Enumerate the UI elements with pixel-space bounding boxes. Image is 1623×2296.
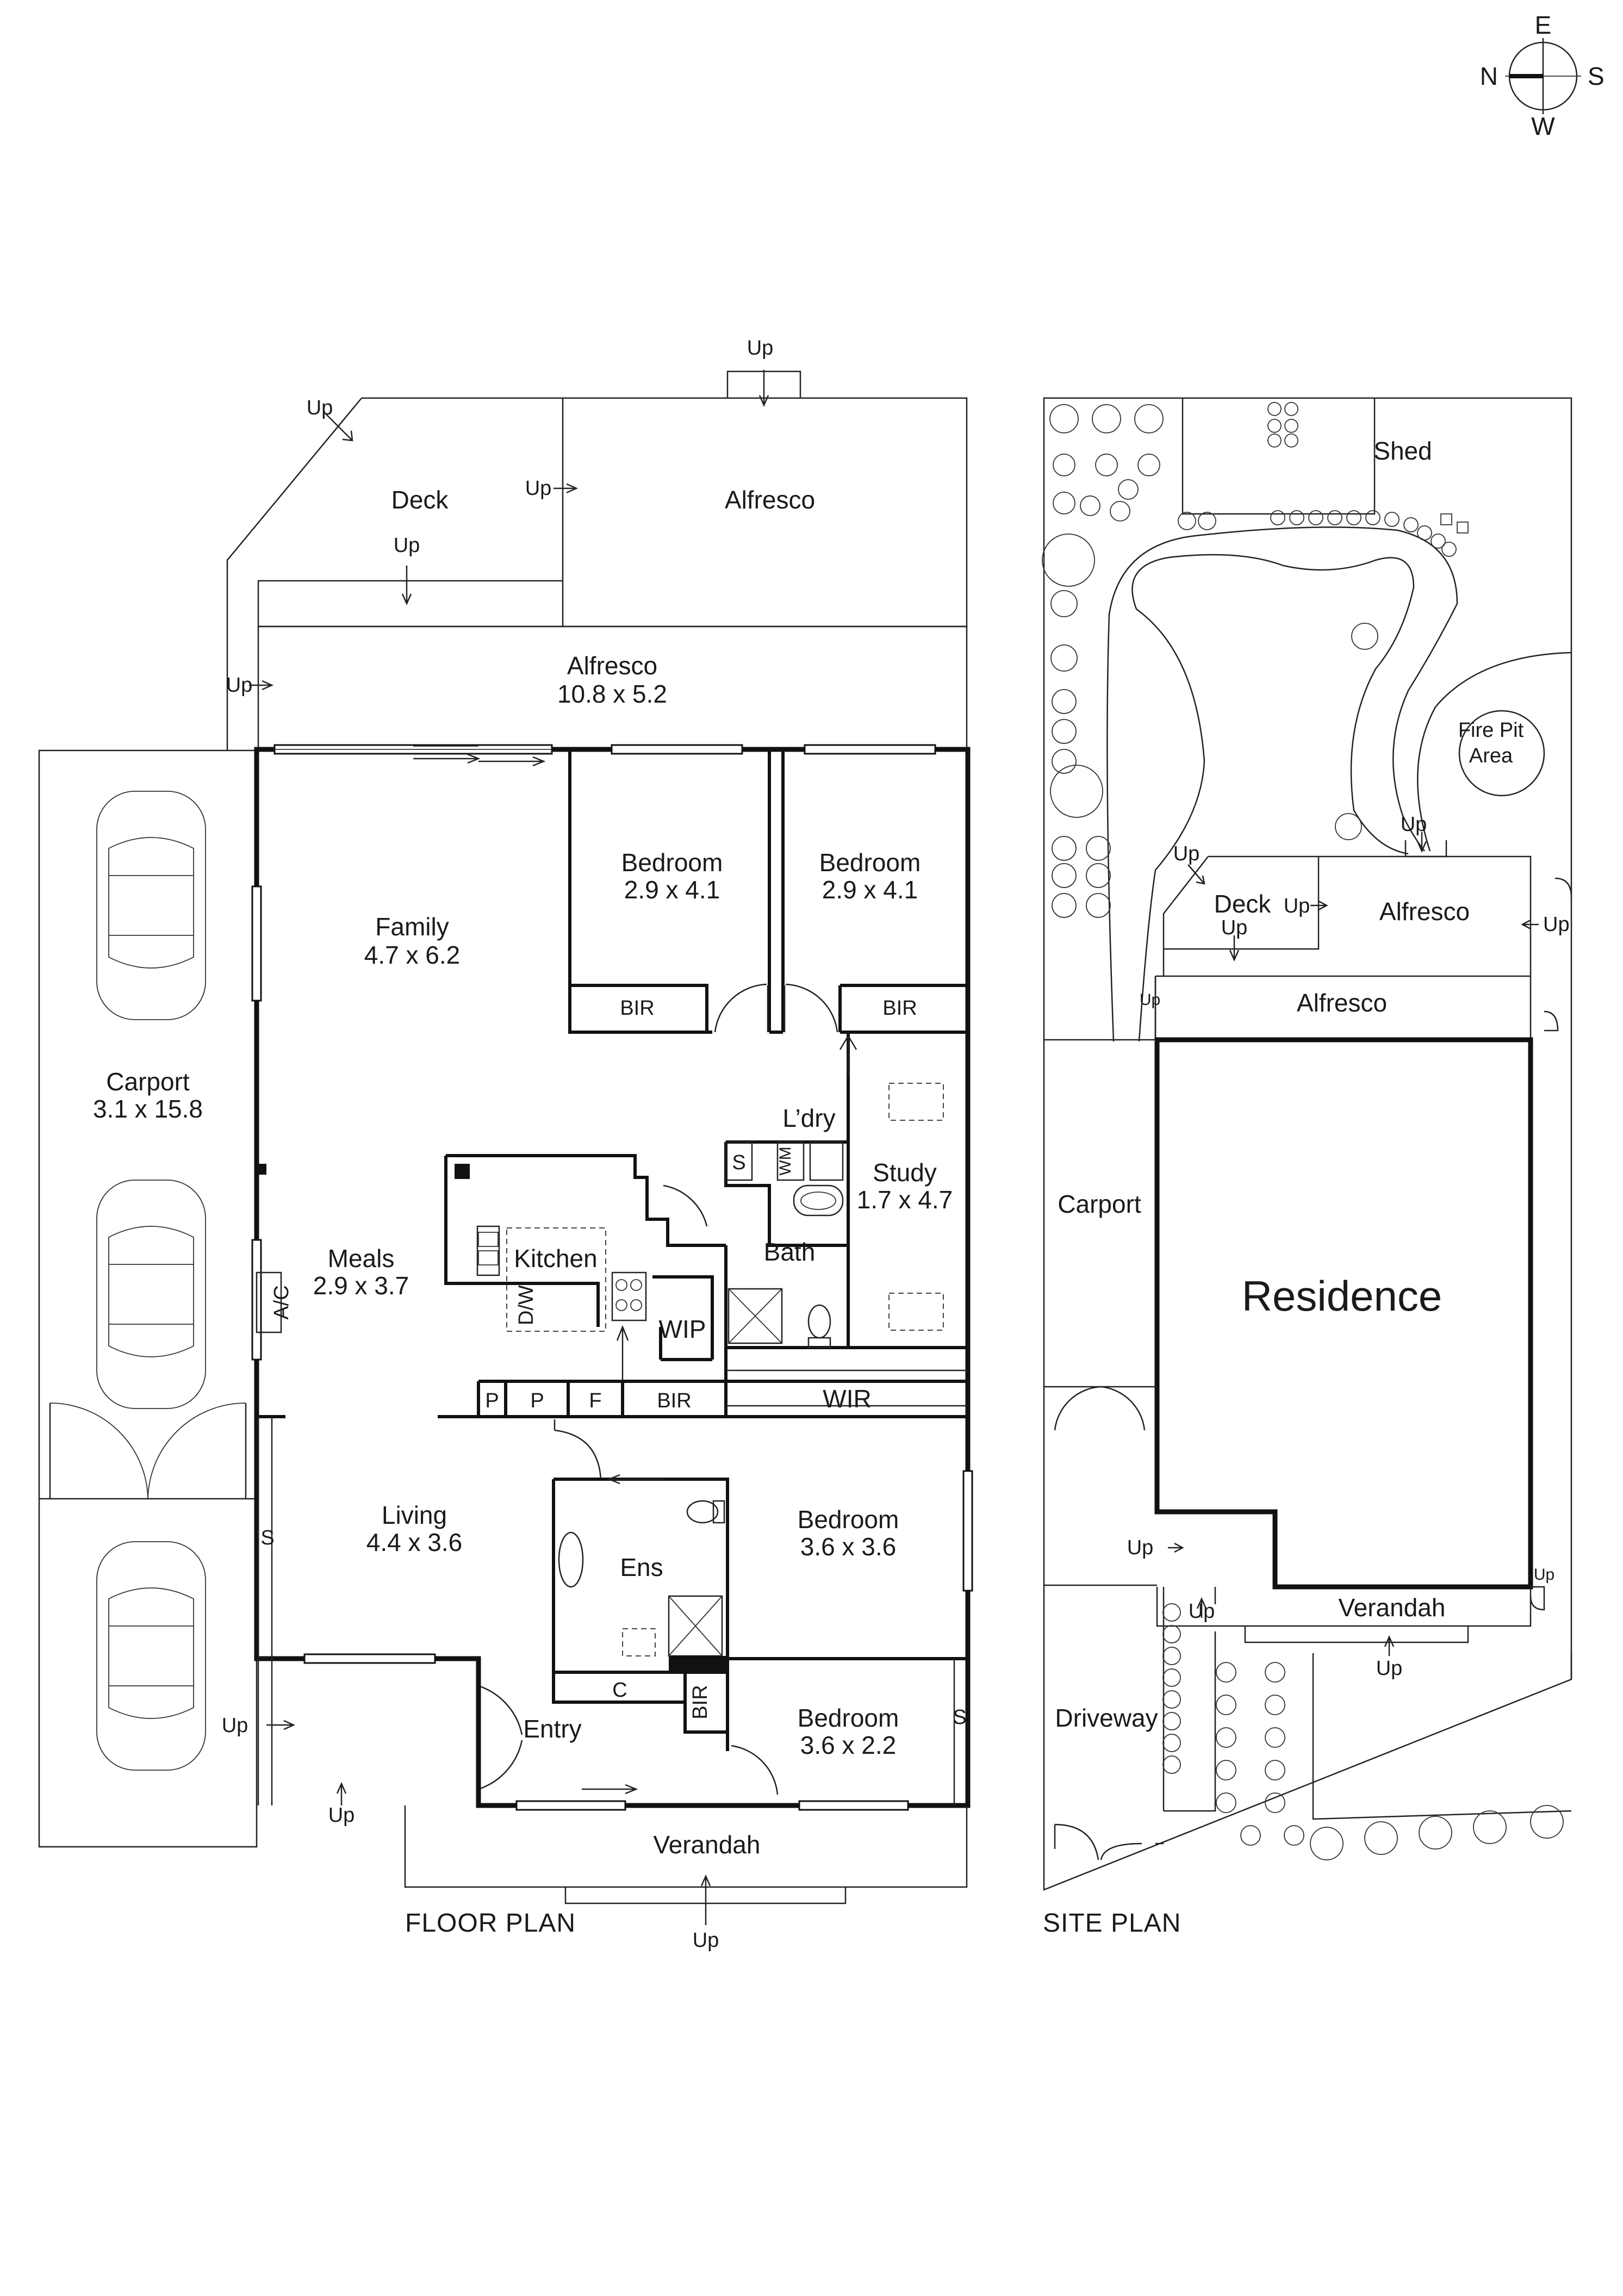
site-carport-label: Carport bbox=[1058, 1190, 1141, 1218]
family-name: Family bbox=[375, 913, 449, 941]
site-plan: Up Up Up Up Up Up Up Up Up Up Shed Fire … bbox=[1042, 397, 1572, 1938]
pantry-label: P bbox=[485, 1389, 499, 1412]
bath-label: Bath bbox=[764, 1238, 816, 1266]
up-label: Up bbox=[1127, 1536, 1154, 1559]
living-name: Living bbox=[382, 1501, 447, 1529]
carport-name: Carport bbox=[106, 1068, 190, 1096]
up-label: Up bbox=[1221, 916, 1248, 939]
floor-plan: Up Up Up Up Up Up Up Up Deck Alfresco Al… bbox=[38, 337, 973, 1952]
wir-label: WIR bbox=[823, 1385, 871, 1413]
verandah-label: Verandah bbox=[654, 1830, 761, 1859]
site-alfresco-right: Alfresco bbox=[1379, 897, 1470, 926]
fire-pit-line1: Fire Pit bbox=[1458, 719, 1524, 742]
residence-label: Residence bbox=[1242, 1272, 1442, 1320]
entry-label: Entry bbox=[523, 1715, 581, 1743]
laundry-label: L’dry bbox=[782, 1104, 835, 1132]
ac-label: A/C bbox=[270, 1285, 293, 1319]
carport-dim: 3.1 x 15.8 bbox=[93, 1095, 203, 1123]
up-label: Up bbox=[226, 674, 253, 697]
wip-label: WIP bbox=[659, 1315, 706, 1343]
bir-label: BIR bbox=[620, 997, 654, 1020]
compass-n: N bbox=[1480, 62, 1498, 90]
car-1 bbox=[96, 791, 206, 1020]
up-arrows-floor bbox=[249, 370, 769, 1925]
residence-outline bbox=[1154, 1037, 1533, 1590]
bed1-dim: 2.9 x 4.1 bbox=[624, 876, 720, 904]
site-verandah-label: Verandah bbox=[1339, 1593, 1446, 1622]
site-deck-label: Deck bbox=[1214, 890, 1272, 918]
up-label: Up bbox=[1401, 813, 1427, 836]
dw-label: D/W bbox=[515, 1285, 538, 1325]
living-dim: 4.4 x 3.6 bbox=[366, 1528, 462, 1556]
s-label: S bbox=[732, 1151, 745, 1174]
shed-label: Shed bbox=[1373, 437, 1432, 465]
garden-trees bbox=[1042, 402, 1564, 1860]
up-label: Up bbox=[525, 477, 552, 500]
bir-label: BIR bbox=[657, 1389, 691, 1412]
study-name: Study bbox=[873, 1158, 937, 1187]
bed3-name: Bedroom bbox=[798, 1505, 899, 1534]
meals-name: Meals bbox=[328, 1244, 395, 1273]
up-arrows-site bbox=[1168, 832, 1539, 1656]
site-plan-caption: SITE PLAN bbox=[1043, 1909, 1181, 1938]
bir-label: BIR bbox=[882, 997, 917, 1020]
family-dim: 4.7 x 6.2 bbox=[364, 941, 460, 969]
fire-pit-line2: Area bbox=[1469, 744, 1513, 767]
site-alfresco-wide: Alfresco bbox=[1297, 989, 1387, 1017]
alfresco-dim: 10.8 x 5.2 bbox=[557, 680, 667, 708]
up-label: Up bbox=[693, 1929, 719, 1952]
wm-label: WM bbox=[776, 1146, 794, 1175]
study-dim: 1.7 x 4.7 bbox=[857, 1186, 953, 1214]
bed1-name: Bedroom bbox=[621, 848, 723, 877]
ens-label: Ens bbox=[620, 1553, 663, 1581]
fire-pit-circle bbox=[1458, 710, 1545, 797]
s-label: S bbox=[953, 1706, 966, 1729]
bed2-dim: 2.9 x 4.1 bbox=[822, 876, 918, 904]
pantry-label: P bbox=[530, 1389, 544, 1412]
up-label: Up bbox=[1543, 913, 1570, 936]
car-2 bbox=[96, 1180, 206, 1409]
lot-boundary bbox=[1043, 397, 1572, 1891]
carport-outline bbox=[38, 749, 258, 1848]
fridge-label: F bbox=[589, 1389, 601, 1412]
compass-w: W bbox=[1531, 112, 1555, 140]
bir-label: BIR bbox=[689, 1685, 712, 1719]
up-label: Up bbox=[1376, 1657, 1403, 1680]
s-label: S bbox=[260, 1526, 274, 1549]
compass-s: S bbox=[1588, 62, 1605, 90]
car-3 bbox=[96, 1541, 206, 1771]
alfresco-name: Alfresco bbox=[567, 651, 657, 680]
compass: E N S W bbox=[1480, 11, 1605, 140]
bed4-dim: 3.6 x 2.2 bbox=[800, 1731, 896, 1759]
alfresco-top-label: Alfresco bbox=[725, 486, 815, 514]
up-label: Up bbox=[1173, 842, 1200, 865]
floor-plan-caption: FLOOR PLAN bbox=[405, 1909, 576, 1938]
bed2-name: Bedroom bbox=[819, 848, 921, 877]
deck-label: Deck bbox=[391, 486, 449, 514]
up-label: Up bbox=[747, 337, 774, 359]
meals-dim: 2.9 x 3.7 bbox=[313, 1271, 409, 1300]
kitchen-label: Kitchen bbox=[514, 1244, 597, 1273]
up-label: Up bbox=[328, 1804, 355, 1827]
bed3-dim: 3.6 x 3.6 bbox=[800, 1532, 896, 1561]
up-label: Up bbox=[1284, 895, 1310, 917]
up-label: Up bbox=[307, 396, 333, 419]
up-label: Up bbox=[222, 1714, 248, 1737]
bed4-name: Bedroom bbox=[798, 1704, 899, 1732]
up-label: Up bbox=[394, 534, 420, 557]
up-label: Up bbox=[1140, 991, 1160, 1009]
c-label: C bbox=[612, 1679, 627, 1702]
driveway-label: Driveway bbox=[1055, 1704, 1158, 1732]
compass-e: E bbox=[1535, 11, 1552, 39]
up-label: Up bbox=[1534, 1566, 1554, 1584]
up-label: Up bbox=[1189, 1600, 1215, 1623]
